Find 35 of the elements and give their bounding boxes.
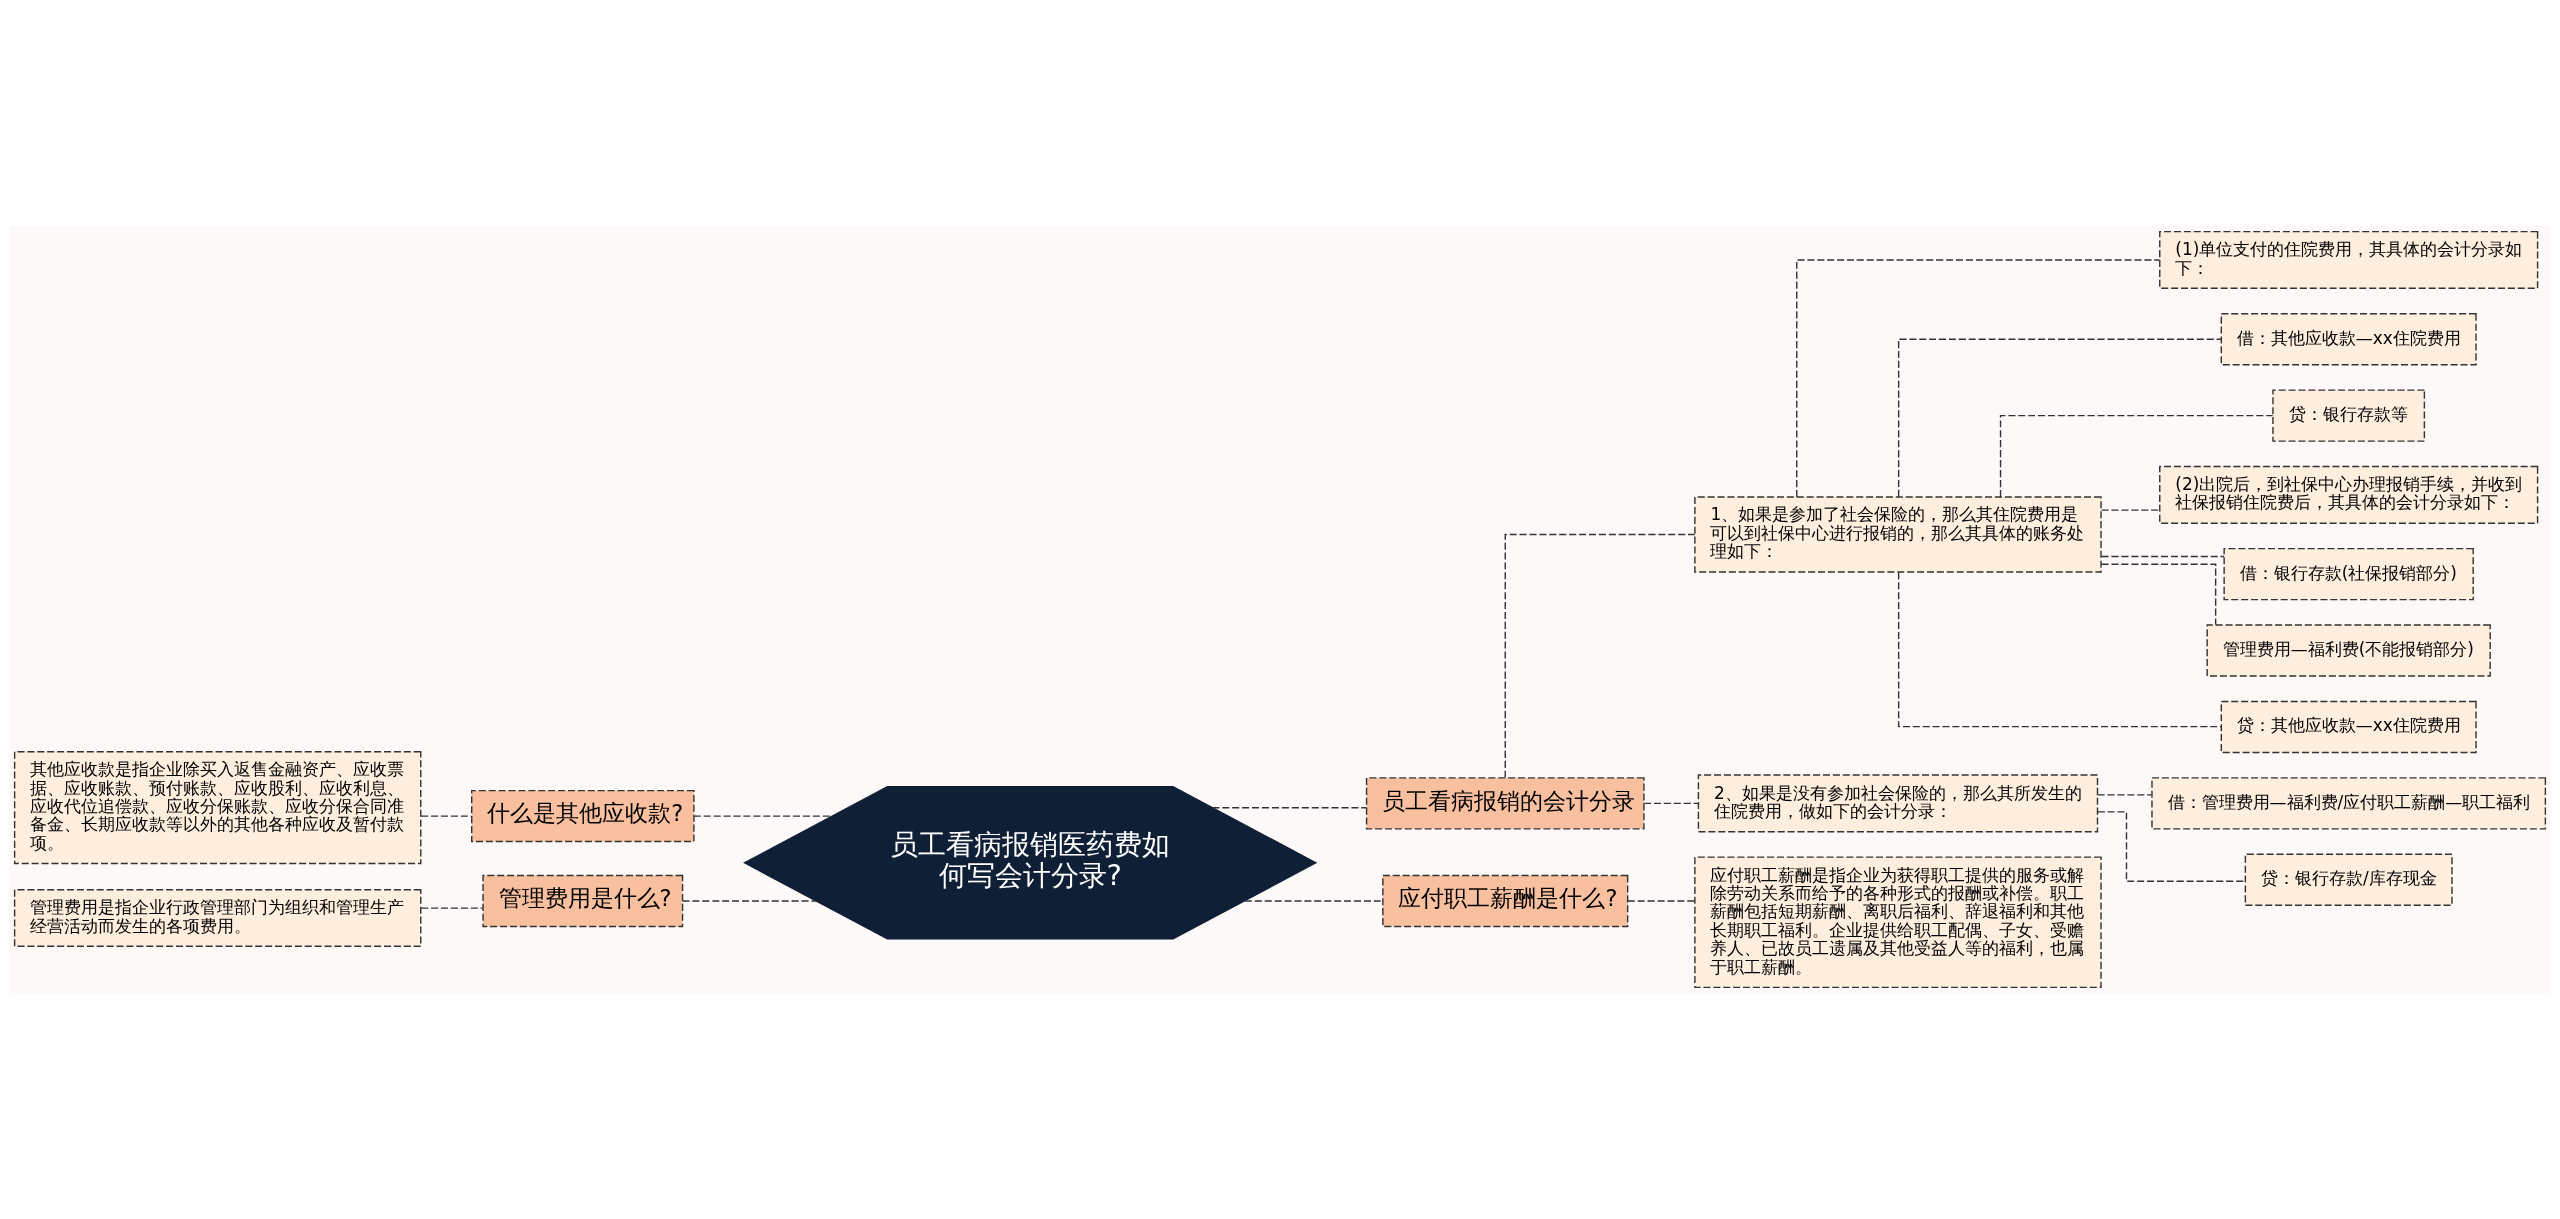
- connector: [2100, 509, 2161, 511]
- connector: [693, 815, 833, 817]
- node-box: 管理费用是什么?: [482, 874, 684, 928]
- node-box: 贷：银行存款/库存现金: [2244, 853, 2453, 906]
- node-box: (2)出院后，到社保中心办理报销手续，并收到社保报销住院费后，其具体的会计分录如下：: [2159, 465, 2539, 524]
- connector: [2100, 563, 2217, 626]
- node-box: 借：管理费用—福利费/应付职工薪酬—职工福利: [2151, 777, 2547, 830]
- node-box: 应付职工薪酬是指企业为获得职工提供的服务或解除劳动关系而给予的各种形式的报酬或补偿。职工薪酬包括短期薪酬、离职后福利、辞退福利和其他长期职工福利。企业提供给职工配偶、子女、受赡养人、已故员工遗属及其他受益人等的福利，也属于职工薪酬。: [1694, 856, 2102, 989]
- node-box: 贷：其他应收款—xx住院费用: [2220, 700, 2477, 754]
- node-box: 其他应收款是指企业除买入返售金融资产、应收票据、应收账款、预付账款、应收股利、应收利息、应收代位追偿款、应收分保账款、应收分保合同准备金、长期应收款等以外的其他各种应收及暂付款项。: [13, 751, 422, 865]
- connector: [420, 907, 484, 909]
- node-box: 借：银行存款(社保报销部分): [2223, 547, 2474, 601]
- connector: [1504, 533, 1696, 779]
- node-box: 2、如果是没有参加社会保险的，那么其所发生的住院费用，做如下的会计分录：: [1697, 774, 2099, 833]
- node-box: 贷：银行存款等: [2272, 389, 2426, 442]
- node-box: 借：其他应收款—xx住院费用: [2220, 313, 2477, 366]
- node-box: 什么是其他应收款?: [471, 789, 695, 843]
- connector: [681, 900, 817, 902]
- node-box: (1)单位支付的住院费用，其具体的会计分录如下：: [2159, 230, 2539, 289]
- connector: [2100, 555, 2225, 558]
- node-box: 1、如果是参加了社会保险的，那么其住院费用是可以到社保中心进行报销的，那么其具体的账务处理如下：: [1694, 496, 2102, 573]
- connector: [2096, 811, 2246, 882]
- connector: [1796, 259, 2161, 498]
- node-box: 员工看病报销的会计分录: [1365, 777, 1645, 830]
- connector: [1897, 571, 2222, 728]
- connector: [1627, 900, 1696, 902]
- node-box: 管理费用是指企业行政管理部门为组织和管理生产经营活动而发生的各项费用。: [13, 889, 422, 947]
- node-box: 应付职工薪酬是什么?: [1382, 874, 1629, 928]
- node-box: 管理费用—福利费(不能报销部分): [2206, 624, 2491, 677]
- connector: [1643, 802, 1699, 805]
- connector: [1244, 900, 1384, 902]
- connector: [1211, 807, 1367, 809]
- connector: [1897, 338, 2222, 498]
- connector: [2096, 794, 2153, 796]
- connector: [1999, 414, 2274, 498]
